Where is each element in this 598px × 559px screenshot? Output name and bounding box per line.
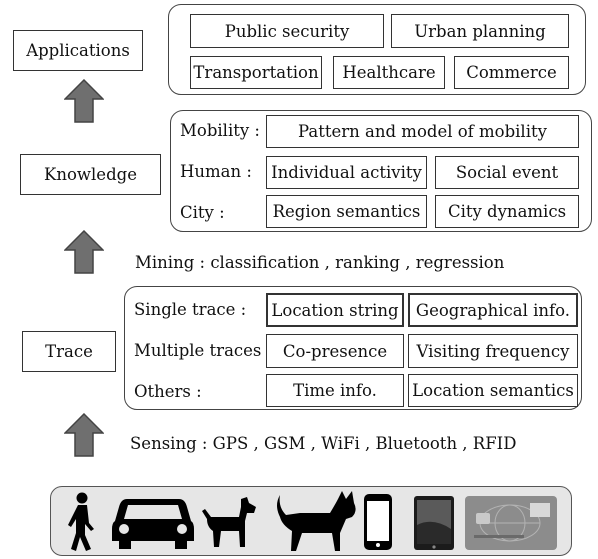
knowledge-row-label-human: Human :: [180, 162, 252, 181]
card-icon: [465, 496, 557, 550]
trace-co-presence: Co-presence: [266, 334, 404, 368]
tablet-icon: [414, 496, 454, 550]
knowledge-region-semantics: Region semantics: [266, 195, 427, 228]
cat-icon: [277, 491, 356, 551]
mining-caption: Mining : classification , ranking , regr…: [135, 253, 505, 272]
app-urban-planning: Urban planning: [391, 14, 569, 48]
knowledge-pattern-model: Pattern and model of mobility: [266, 115, 579, 148]
app-public-security: Public security: [190, 14, 384, 48]
car-icon: [112, 499, 194, 549]
trace-time-info: Time info.: [266, 374, 404, 407]
trace-location-string: Location string: [266, 293, 404, 327]
knowledge-row-label-city: City :: [180, 203, 225, 222]
phone-icon: [364, 494, 392, 550]
pedestrian-icon: [68, 492, 94, 551]
app-commerce: Commerce: [454, 56, 569, 89]
up-arrow-icon: [64, 230, 104, 274]
up-arrow-icon: [64, 79, 104, 123]
app-transportation: Transportation: [190, 56, 322, 89]
knowledge-social-event: Social event: [435, 156, 579, 189]
knowledge-row-label-mobility: Mobility :: [180, 121, 260, 140]
applications-layer-label: Applications: [13, 30, 143, 71]
trace-geographical-info: Geographical info.: [408, 293, 578, 327]
trace-row-label-others: Others :: [134, 382, 202, 401]
sensing-caption: Sensing : GPS , GSM , WiFi , Bluetooth ,…: [130, 434, 517, 453]
trace-row-label-single: Single trace :: [134, 300, 247, 319]
knowledge-city-dynamics: City dynamics: [435, 195, 579, 228]
knowledge-layer-label: Knowledge: [20, 154, 161, 195]
trace-location-semantics: Location semantics: [408, 374, 578, 407]
trace-visiting-frequency: Visiting frequency: [408, 334, 578, 368]
app-healthcare: Healthcare: [333, 56, 445, 89]
trace-layer-label: Trace: [22, 331, 116, 372]
up-arrow-icon: [64, 413, 104, 457]
knowledge-individual-activity: Individual activity: [266, 156, 427, 189]
sensor-devices-strip: [50, 486, 572, 556]
trace-row-label-multiple: Multiple traces :: [134, 341, 273, 360]
dog-icon: [202, 497, 256, 547]
